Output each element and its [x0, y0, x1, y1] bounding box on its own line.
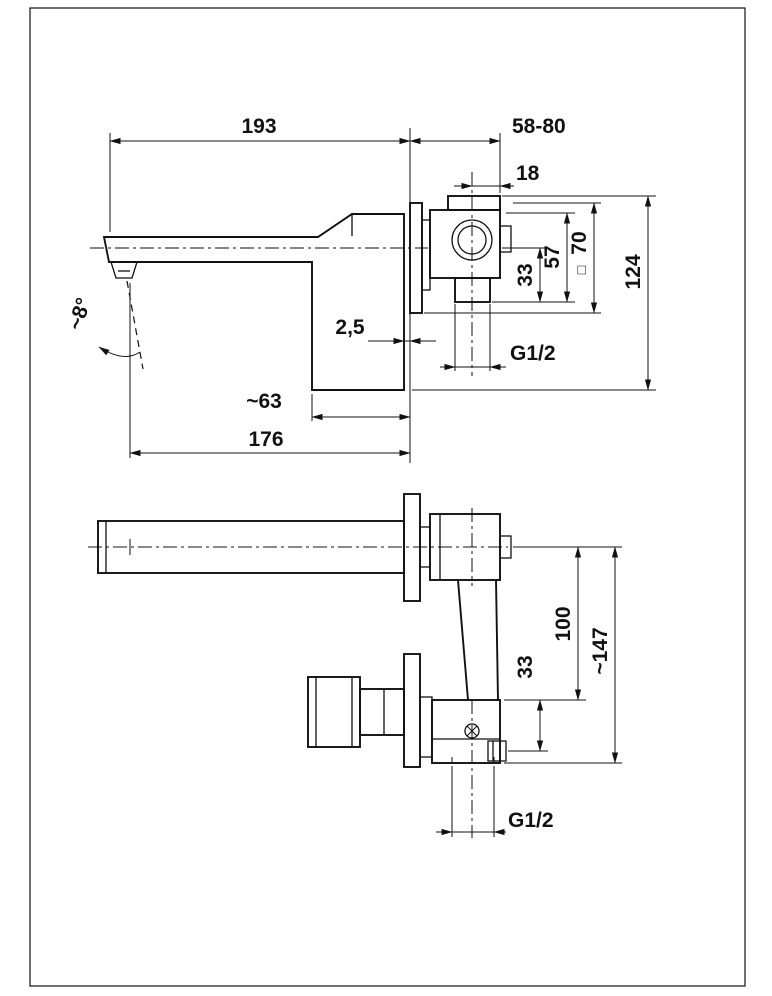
dim-embed-depth: 58-80 — [409, 115, 566, 193]
outlet-stub — [487, 740, 507, 762]
dim-label-cartridge-offset: 18 — [516, 162, 540, 185]
handle-stem — [359, 688, 405, 736]
dim-label-total-drop: ~147 — [589, 627, 612, 674]
dim-label-plate-size: 70 — [568, 231, 591, 254]
dim-valve-offset: 33 — [508, 655, 548, 752]
dim-label-stream-angle: ~8° — [64, 295, 96, 333]
lower-flange — [403, 653, 421, 768]
mounting-flange — [409, 202, 423, 314]
dim-label-spout-to-valve: 100 — [552, 606, 575, 641]
dim-label-plate-gap: 2,5 — [335, 316, 365, 339]
dim-body-height: 57 — [506, 212, 575, 303]
dim-total-height: 124 — [412, 195, 656, 391]
dim-label-plate-depth: ~63 — [246, 390, 282, 413]
page-border — [29, 7, 746, 987]
dim-label-embed-depth: 58-80 — [512, 115, 566, 138]
plan-view: 100 33 ~147 G1/2 — [88, 493, 622, 838]
dim-aerator-reach: 176 — [129, 428, 411, 457]
valve-body — [429, 209, 501, 279]
dim-spout-length: 193 — [109, 115, 411, 232]
square-section-symbol: □ — [573, 265, 589, 274]
aerator — [110, 261, 138, 279]
dim-label-thread-plan: G1/2 — [508, 809, 554, 832]
angle-arc — [98, 346, 141, 357]
dim-plate-size: 70 □ — [424, 202, 601, 314]
neck-right-edge — [495, 579, 499, 701]
dim-label-body-height: 57 — [541, 245, 564, 268]
dim-total-drop: ~147 — [504, 546, 622, 764]
dim-spout-to-valve: 100 — [504, 546, 622, 701]
lower-connector — [419, 696, 433, 758]
faucet-side-outline — [102, 213, 405, 391]
dim-outlet-drop: 33 — [492, 247, 575, 303]
dim-plate-depth: ~63 — [246, 390, 411, 421]
dim-thread-plan: G1/2 — [436, 766, 554, 837]
dim-label-outlet-drop: 33 — [514, 263, 537, 286]
dim-label-aerator-reach: 176 — [248, 428, 283, 451]
dim-label-valve-offset: 33 — [514, 655, 537, 678]
dim-label-total-height: 124 — [622, 254, 645, 289]
dim-plate-gap: 2,5 — [335, 316, 436, 345]
dim-thread-side: G1/2 — [440, 304, 556, 371]
dim-label-thread-side: G1/2 — [510, 342, 556, 365]
dim-cartridge-offset: 18 — [454, 162, 540, 190]
dim-label-spout-length: 193 — [241, 115, 276, 138]
side-view: ~8° 193 58-80 18 2,5 — [64, 115, 656, 463]
valve-stub — [499, 225, 512, 253]
flange-connector — [421, 219, 431, 291]
valve-stub-plan — [499, 535, 512, 559]
lower-valve-body — [431, 699, 501, 764]
neck-left-edge — [456, 578, 470, 702]
valve-body-top — [447, 195, 501, 211]
